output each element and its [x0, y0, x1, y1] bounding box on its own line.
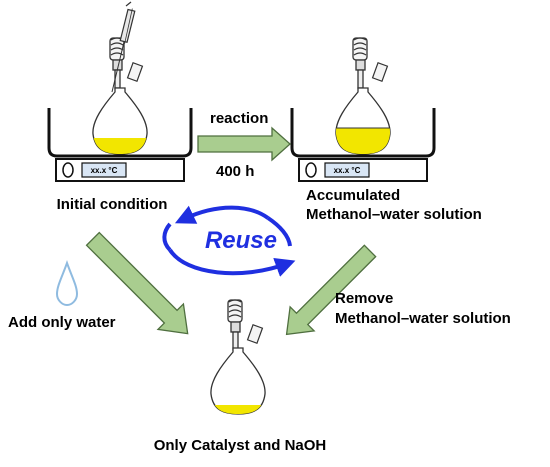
- duration-label: 400 h: [216, 163, 255, 180]
- reuse-arrow-bottom: [168, 248, 296, 277]
- catalyst-flask: [210, 299, 266, 415]
- reaction-label: reaction: [210, 110, 269, 127]
- reaction-arrow: [197, 126, 291, 162]
- side-neck-icon: [371, 62, 389, 82]
- condenser-icon: [352, 37, 368, 89]
- accumulated-apparatus: [290, 37, 436, 182]
- initial-apparatus: [47, 1, 193, 182]
- add-water-label: Add only water: [8, 314, 116, 331]
- remove-arrow: [285, 244, 377, 336]
- solution-fill: [92, 138, 148, 154]
- remove-label: Remove: [335, 290, 394, 307]
- reuse-arrow-top: [174, 205, 270, 224]
- flask-icon: [92, 87, 148, 155]
- condenser-icon: [227, 299, 243, 351]
- reuse-label: Reuse: [204, 227, 278, 254]
- catalyst-naoh-label: Only Catalyst and NaOH: [153, 437, 327, 454]
- catalyst-residue: [210, 405, 266, 414]
- condenser-icon: [109, 37, 125, 89]
- side-neck-icon: [126, 62, 144, 82]
- reuse-arrow-top-tail: [266, 216, 292, 247]
- flask-icon: [210, 347, 266, 415]
- return-arrow: [85, 231, 189, 335]
- hotplate-icon: [298, 158, 428, 182]
- bath-icon: [47, 108, 193, 158]
- bath-icon: [290, 108, 436, 158]
- accumulated-solution-label: Methanol–water solution: [306, 206, 482, 223]
- water-droplet-icon: [55, 260, 79, 307]
- reuse-arrow-bottom-tail: [162, 222, 172, 252]
- temperature-display-right: xx.x °C: [333, 166, 361, 175]
- side-neck-icon: [246, 324, 264, 344]
- remove-solution-label: Methanol–water solution: [335, 310, 511, 327]
- initial-condition-label: Initial condition: [56, 196, 168, 213]
- accumulated-label: Accumulated: [306, 187, 401, 204]
- syringe-icon: [111, 1, 136, 93]
- solution-fill: [335, 127, 391, 154]
- temperature-display-left: xx.x °C: [90, 166, 118, 175]
- hotplate-icon: [55, 158, 185, 182]
